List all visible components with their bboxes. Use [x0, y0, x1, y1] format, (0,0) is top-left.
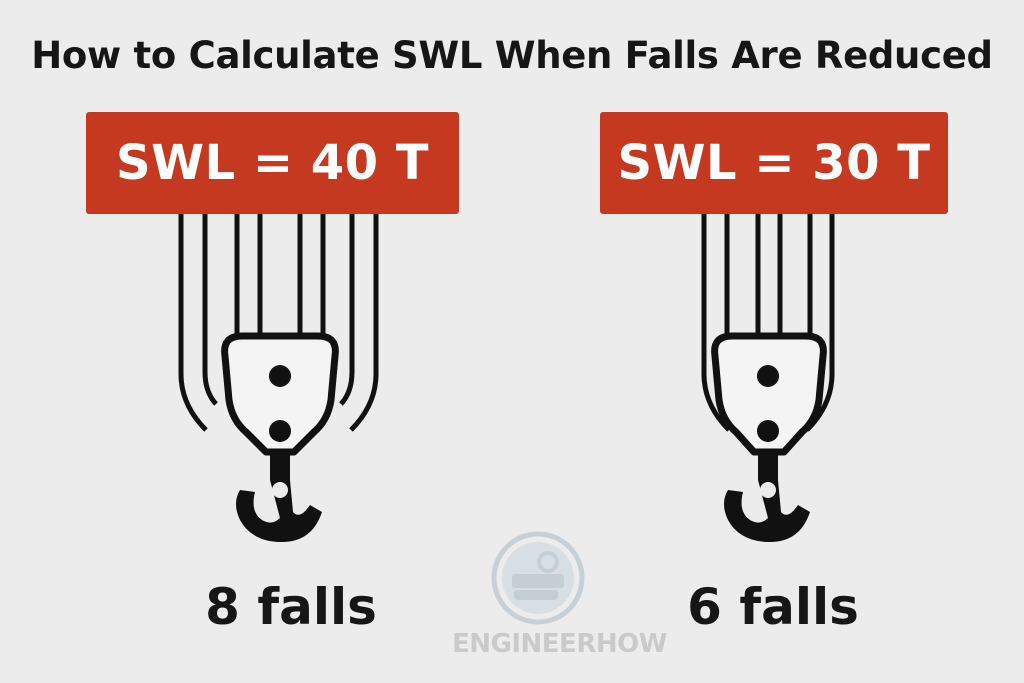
- gear-logo-icon: [491, 531, 585, 625]
- pulley-block-icon: [221, 332, 339, 456]
- pulley-block-icon: [711, 332, 827, 456]
- pulley-pin: [269, 365, 291, 387]
- watermark-text: ENGINEERHOW: [452, 629, 667, 659]
- swl-badge-left: SWL = 40 T: [86, 112, 459, 214]
- rope-fall: [339, 214, 355, 406]
- rope-fall: [202, 214, 218, 406]
- pulley-pin: [757, 365, 779, 387]
- crane-hook-icon: [724, 450, 810, 542]
- rope-fall: [178, 214, 208, 432]
- page-title: How to Calculate SWL When Falls Are Redu…: [31, 34, 993, 77]
- falls-count-right: 6 falls: [687, 578, 859, 636]
- watermark: ENGINEERHOW: [452, 522, 667, 682]
- pulley-pin: [269, 420, 291, 442]
- crane-hook-icon: [236, 450, 322, 542]
- swl-badge-right: SWL = 30 T: [600, 112, 948, 214]
- rope-fall: [349, 214, 379, 432]
- pulley-pin: [757, 420, 779, 442]
- rope-fall: [701, 214, 731, 432]
- left-hoist: [178, 214, 379, 542]
- left-falls-ropes: [178, 214, 379, 432]
- right-hoist: [701, 214, 835, 542]
- falls-count-left: 8 falls: [205, 578, 377, 636]
